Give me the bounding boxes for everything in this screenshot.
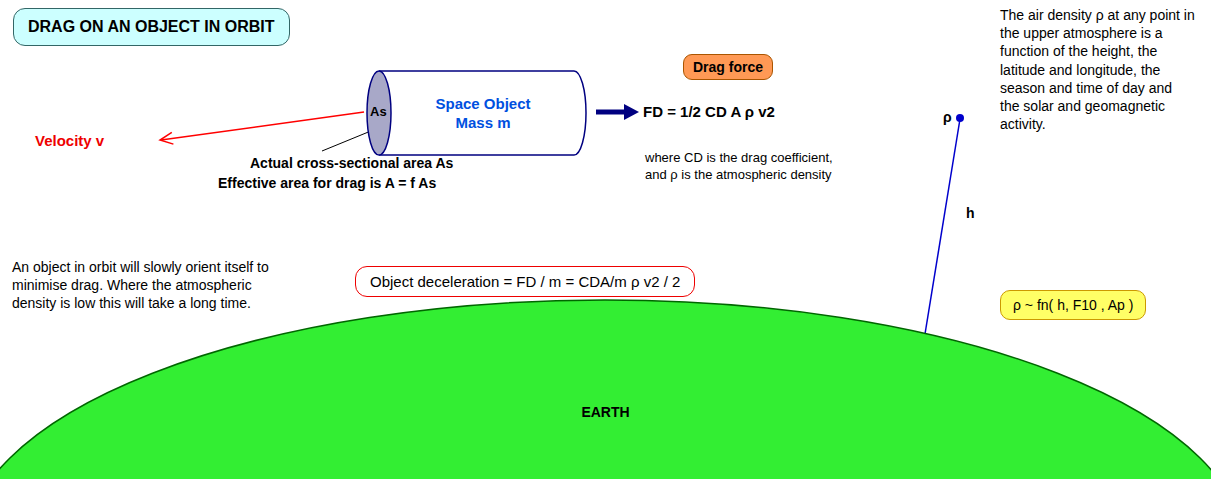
density-function-box: ρ ~ fn( h, F10 , Ap ) <box>1000 290 1146 320</box>
velocity-arrowhead <box>160 132 173 144</box>
force-arrow <box>596 110 626 115</box>
title-box: DRAG ON AN OBJECT IN ORBIT <box>13 8 290 46</box>
area-note: Actual cross-sectional area As <box>250 155 453 171</box>
velocity-label: Velocity v <box>35 132 104 149</box>
node-text: ρ ~ fn( h, F10 , Ap ) <box>1013 297 1133 313</box>
density-symbol: ρ <box>943 109 952 125</box>
earth: EARTH <box>0 298 1211 479</box>
area-symbol: As <box>370 104 387 119</box>
force-arrowhead <box>624 104 639 120</box>
deceleration-box: Object deceleration = FD / m = CDA/m ρ v… <box>355 266 695 297</box>
density-note: The air density ρ at any point in the up… <box>1000 6 1195 133</box>
height-symbol: h <box>966 205 975 221</box>
drag-force-box: Drag force <box>683 54 773 80</box>
node-text: Object deceleration = FD / m = CDA/m ρ v… <box>370 273 680 290</box>
area-note: Effective area for drag is A = f As <box>218 175 436 191</box>
height-line <box>925 119 960 334</box>
formula-note: where CD is the drag coefficient, and ρ … <box>645 150 850 184</box>
space-object: Space Object Mass m <box>362 68 594 160</box>
node-text: Drag force <box>693 59 763 75</box>
node-text: EARTH <box>0 404 1211 420</box>
earth-shape <box>0 298 1211 479</box>
point-dot <box>956 114 964 122</box>
velocity-arrow <box>161 112 364 140</box>
node-text: Space Object Mass m <box>423 95 543 133</box>
drag-formula: FD = 1/2 CD A ρ v2 <box>643 103 775 120</box>
orientation-note: An object in orbit will slowly orient it… <box>12 258 280 313</box>
